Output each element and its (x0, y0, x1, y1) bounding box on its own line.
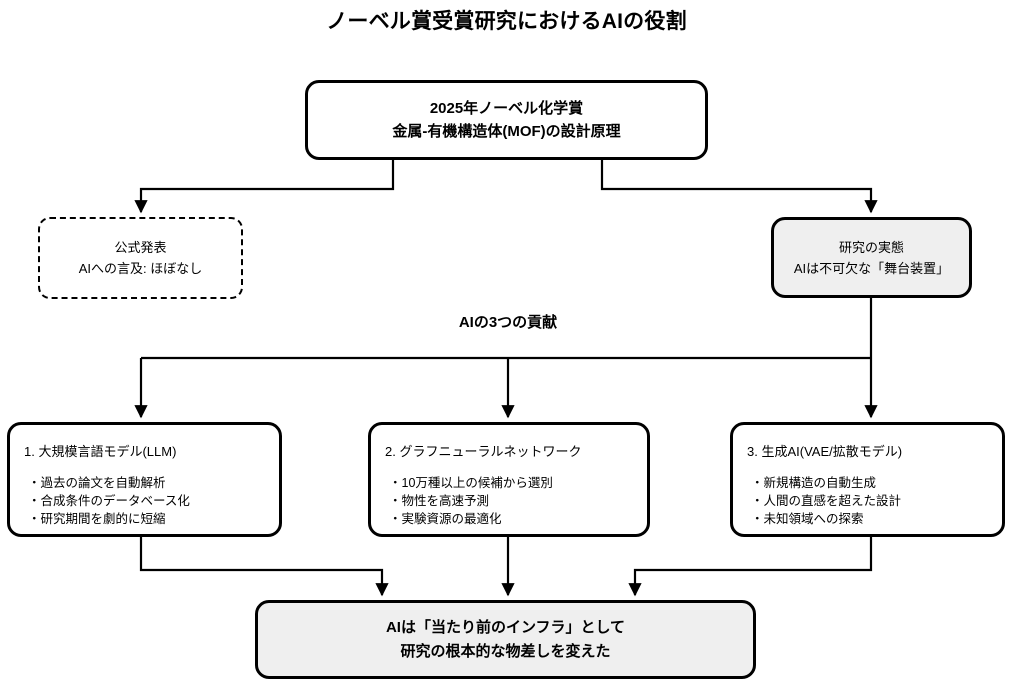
node-contribution-llm-heading: 1. 大規模言語モデル(LLM) (24, 444, 177, 459)
node-official-announcement[interactable]: 公式発表 AIへの言及: ほぼなし (38, 217, 243, 299)
node-nobel-prize-line-1: 2025年ノーベル化学賞 (429, 100, 584, 117)
bullet-item: ・未知領域への探索 (751, 512, 864, 526)
bullet-item: ・実験資源の最適化 (389, 512, 502, 526)
node-conclusion[interactable]: AIは「当たり前のインフラ」として 研究の根本的な物差しを変えた (255, 600, 756, 679)
connector-contrib-3-to-bottom (628, 537, 873, 597)
node-contribution-generative-ai-heading: 3. 生成AI(VAE/拡散モデル) (747, 444, 903, 459)
bullet-item: ・物性を高速予測 (389, 494, 490, 508)
bullet-item: ・新規構造の自動生成 (751, 476, 877, 490)
node-contribution-gnn-bullets: ・10万種以上の候補から選別 ・物性を高速予測 ・実験資源の最適化 (371, 460, 553, 528)
node-research-reality[interactable]: 研究の実態 AIは不可欠な「舞台装置」 (771, 217, 972, 298)
node-contribution-llm-bullets: ・過去の論文を自動解析 ・合成条件のデータベース化 ・研究期間を劇的に短縮 (10, 460, 190, 528)
node-research-reality-line-1: 研究の実態 (838, 239, 904, 255)
bullet-item: ・過去の論文を自動解析 (28, 476, 166, 490)
bullet-item: ・研究期間を劇的に短縮 (28, 512, 166, 526)
node-nobel-prize-line-2: 金属-有機構造体(MOF)の設計原理 (392, 123, 621, 140)
node-contribution-llm[interactable]: 1. 大規模言語モデル(LLM) ・過去の論文を自動解析 ・合成条件のデータベー… (7, 422, 282, 537)
node-contribution-gnn-heading: 2. グラフニューラルネットワーク (385, 444, 582, 459)
page-title: ノーベル賞受賞研究におけるAIの役割 (326, 10, 687, 33)
node-official-announcement-line-1: 公式発表 (114, 240, 167, 255)
node-conclusion-line-2: 研究の根本的な物差しを変えた (400, 642, 611, 660)
connector-contrib-1-to-bottom (139, 537, 389, 597)
node-contribution-gnn[interactable]: 2. グラフニューラルネットワーク ・10万種以上の候補から選別 ・物性を高速予… (368, 422, 650, 537)
node-contribution-generative-ai-bullets: ・新規構造の自動生成 ・人間の直感を超えた設計 ・未知領域への探索 (733, 460, 901, 528)
bullet-item: ・10万種以上の候補から選別 (389, 476, 553, 490)
node-contribution-generative-ai[interactable]: 3. 生成AI(VAE/拡散モデル) ・新規構造の自動生成 ・人間の直感を超えた… (730, 422, 1005, 537)
node-conclusion-line-1: AIは「当たり前のインフラ」として (385, 618, 626, 636)
node-nobel-prize[interactable]: 2025年ノーベル化学賞 金属-有機構造体(MOF)の設計原理 (305, 80, 708, 160)
section-label-three-contributions: AIの3つの貢献 (458, 314, 558, 331)
bullet-item: ・人間の直感を超えた設計 (751, 494, 902, 508)
node-research-reality-line-2: AIは不可欠な「舞台装置」 (793, 260, 950, 276)
node-official-announcement-line-2: AIへの言及: ほぼなし (78, 261, 203, 276)
connector-top-to-official (134, 160, 395, 214)
bullet-item: ・合成条件のデータベース化 (28, 494, 190, 508)
connector-top-to-reality (600, 160, 878, 214)
